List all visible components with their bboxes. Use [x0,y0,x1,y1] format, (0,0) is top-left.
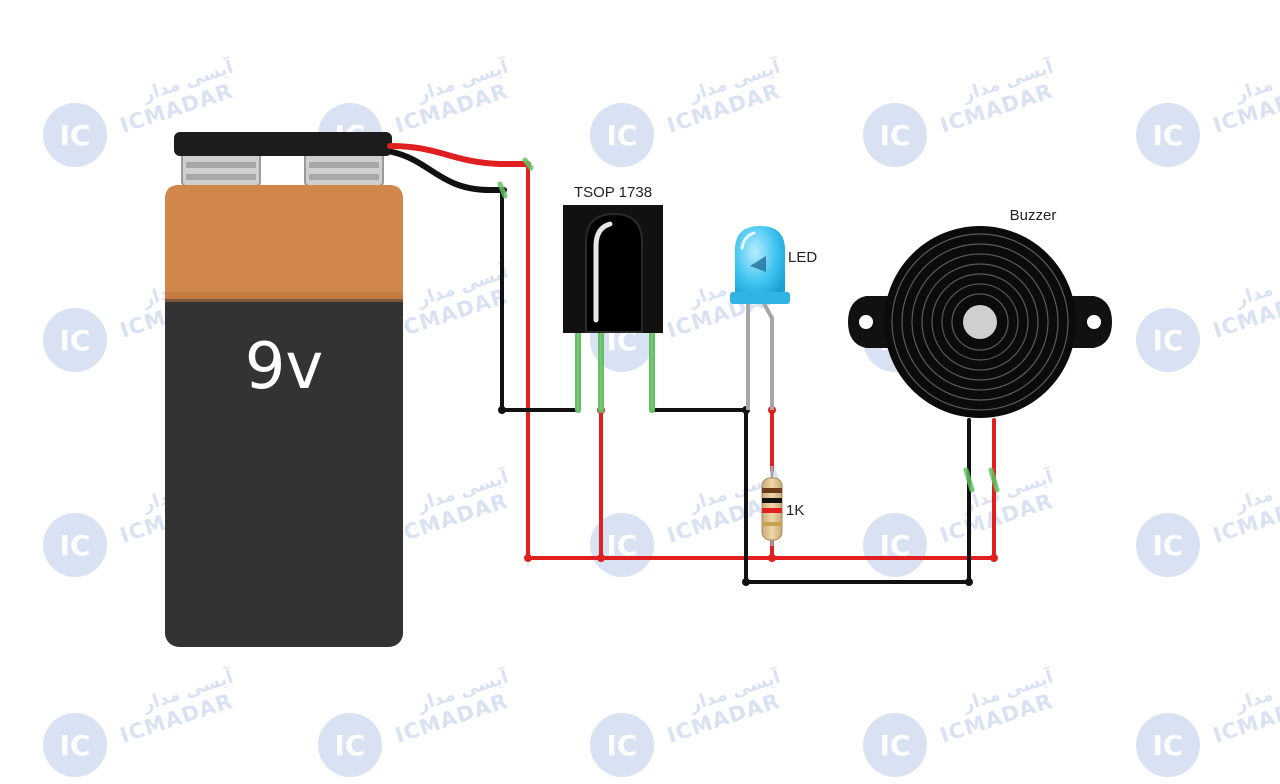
watermark-logo-text: IC [1153,324,1184,357]
watermark-logo-icon [43,308,107,372]
ir-receiver-dome [585,212,643,333]
watermark-logo-text: IC [880,119,911,152]
watermark-logo-text: IC [880,729,911,762]
watermark-logo-icon [43,513,107,577]
battery-lead-black [389,149,507,193]
watermark-logo-text: IC [1153,729,1184,762]
resistor-1k: 1K [761,466,804,546]
watermark-logo-icon [590,103,654,167]
watermark-logo-icon [43,713,107,777]
watermark-logo-icon [1136,103,1200,167]
watermark-logo-icon [318,713,382,777]
ir-receiver-tsop1738: TSOP 1738 [563,184,663,413]
buzzer-label: Buzzer [1010,207,1057,224]
battery-label: 9v [245,330,324,404]
watermark-logo-icon [863,513,927,577]
watermark-logo-text: IC [607,119,638,152]
buzzer: Buzzer [848,207,1112,418]
battery-lead-red [387,143,531,167]
watermark-logo-text: IC [607,729,638,762]
watermark-logo-icon [1136,713,1200,777]
led-label: LED [788,249,817,266]
watermark-logo-icon [43,103,107,167]
watermark-logo-text: IC [60,729,91,762]
watermark-logo-icon [863,103,927,167]
watermark-logo-text: IC [60,119,91,152]
watermark-logo-icon [590,513,654,577]
battery-snap-connector [174,132,392,156]
watermark-logo-text: IC [60,324,91,357]
buzzer-center [963,305,997,339]
watermark-logo-icon [863,713,927,777]
battery-9v: 9v [165,132,403,647]
watermark-logo-icon [590,713,654,777]
led-blue: LED [730,226,817,410]
watermark-logo-text: IC [1153,119,1184,152]
battery-cap [165,185,403,299]
watermark-logo-icon [1136,308,1200,372]
watermark-logo-text: IC [1153,529,1184,562]
watermark-logo-text: IC [335,729,366,762]
watermark-logo-icon [1136,513,1200,577]
ir-receiver-label: TSOP 1738 [574,184,652,201]
resistor-label: 1K [786,502,804,519]
watermark-logo-text: IC [60,529,91,562]
